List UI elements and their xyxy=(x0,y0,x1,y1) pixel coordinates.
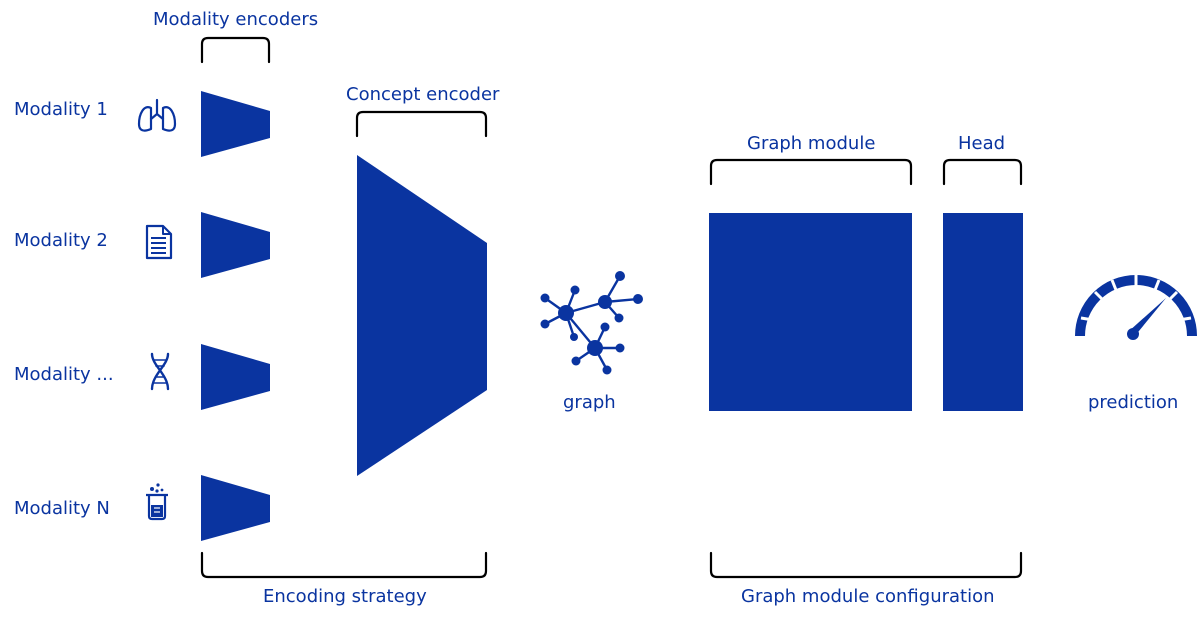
graph-module-block xyxy=(709,213,912,411)
graph-module-label: Graph module xyxy=(747,133,876,154)
concept-encoder-label: Concept encoder xyxy=(346,84,500,105)
bracket-graph-module-configuration xyxy=(709,551,1023,579)
modality-encoder-1 xyxy=(201,91,270,157)
document-icon xyxy=(145,224,173,260)
bracket-modality-encoders xyxy=(200,36,271,64)
modality-encoder-2 xyxy=(201,212,270,278)
modality-2-label: Modality 2 xyxy=(14,230,108,251)
prediction-label: prediction xyxy=(1088,392,1179,413)
dna-icon xyxy=(150,352,170,391)
bracket-concept-encoder xyxy=(355,110,488,138)
beaker-icon xyxy=(146,483,168,521)
graph-label: graph xyxy=(563,392,616,413)
bracket-head xyxy=(942,158,1023,186)
graph-network-icon xyxy=(540,271,643,375)
modality-ellipsis-label: Modality ... xyxy=(14,364,114,385)
modality-encoder-4 xyxy=(201,475,270,541)
speedometer-icon xyxy=(1075,275,1197,340)
head-label: Head xyxy=(958,133,1006,154)
lungs-icon xyxy=(137,98,177,132)
modality-1-label: Modality 1 xyxy=(14,99,108,120)
bracket-graph-module xyxy=(709,158,913,186)
encoding-strategy-label: Encoding strategy xyxy=(263,586,427,607)
modality-encoders-label: Modality encoders xyxy=(153,9,319,30)
modality-n-label: Modality N xyxy=(14,498,110,519)
modality-encoder-3 xyxy=(201,344,270,410)
graph-module-configuration-label: Graph module configuration xyxy=(741,586,995,607)
concept-encoder-block xyxy=(357,155,487,476)
bracket-encoding-strategy xyxy=(200,551,488,579)
head-block xyxy=(943,213,1023,411)
